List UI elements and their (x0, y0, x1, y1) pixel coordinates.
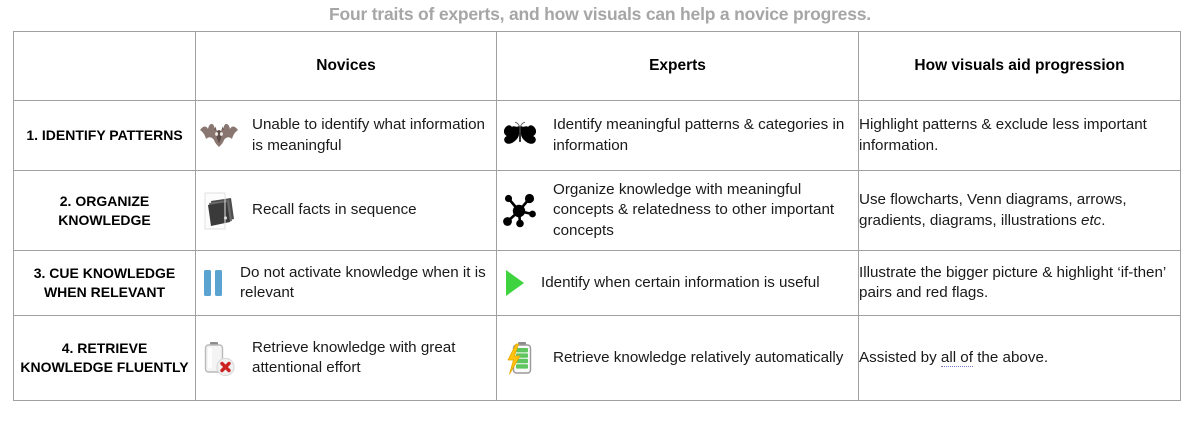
visuals-text-italic: etc (1081, 211, 1102, 229)
play-icon (497, 260, 531, 306)
page-title: Four traits of experts, and how visuals … (329, 4, 871, 24)
title-clipped-mark: , (57, 0, 67, 3)
empty-battery-error-icon (196, 335, 242, 381)
table-row: 4. RETRIEVE KNOWLEDGE FLUENTLY (13, 315, 1181, 401)
novice-text: Recall facts in sequence (252, 201, 417, 219)
header-cell-experts: Experts (496, 31, 859, 101)
header-cell-how-visuals-aid-progression: How visuals aid progression (858, 31, 1181, 101)
expert-cell-identify-patterns: Identify meaningful patterns & categorie… (496, 100, 859, 171)
expert-cell-organize-knowledge: Organize knowledge with meaningful conce… (496, 170, 859, 251)
visuals-text-part-b: . (1101, 211, 1106, 229)
novice-text: Unable to identify what information is m… (252, 116, 486, 154)
row-label-retrieve-knowledge-fluently: 4. RETRIEVE KNOWLEDGE FLUENTLY (13, 315, 196, 401)
expert-cell-cue-knowledge: Identify when certain information is use… (496, 250, 859, 316)
card-stack-icon (196, 188, 242, 234)
novice-cell-organize-knowledge: Recall facts in sequence (195, 170, 497, 251)
visuals-cell-identify-patterns: Highlight patterns & exclude less import… (858, 100, 1181, 171)
table-row: 3. CUE KNOWLEDGE WHEN RELEVANT Do not ac… (13, 250, 1181, 316)
visuals-cell-organize-knowledge: Use flowcharts, Venn diagrams, arrows, g… (858, 170, 1181, 251)
novice-cell-cue-knowledge: Do not activate knowledge when it is rel… (195, 250, 497, 316)
novice-text: Do not activate knowledge when it is rel… (240, 263, 486, 301)
row-label-organize-knowledge: 2. ORGANIZE KNOWLEDGE (13, 170, 196, 251)
table-row: 2. ORGANIZE KNOWLEDGE (13, 170, 1181, 251)
expert-text: Identify meaningful patterns & categorie… (553, 116, 845, 154)
visuals-text-part-a: Assisted by (859, 348, 941, 366)
expertise-traits-table: Novices Experts How visuals aid progress… (13, 31, 1181, 401)
charging-battery-icon (497, 335, 543, 381)
visuals-text-part-b: the above. (972, 348, 1049, 366)
table-header-row: Novices Experts How visuals aid progress… (13, 31, 1181, 101)
row-label-cue-knowledge-when-relevant: 3. CUE KNOWLEDGE WHEN RELEVANT (13, 250, 196, 316)
expert-text: Organize knowledge with meaningful conce… (553, 181, 835, 239)
expert-text: Retrieve knowledge relatively automatica… (553, 348, 844, 366)
novice-text: Retrieve knowledge with great attentiona… (252, 338, 456, 376)
row-label-identify-patterns: 1. IDENTIFY PATTERNS (13, 100, 196, 171)
expert-text: Identify when certain information is use… (541, 273, 820, 291)
network-hub-icon (497, 188, 543, 234)
expert-cell-retrieve-knowledge: Retrieve knowledge relatively automatica… (496, 315, 859, 401)
butterfly-icon (497, 113, 543, 159)
visuals-text-part-a: Use flowcharts, Venn diagrams, arrows, g… (859, 191, 1127, 229)
novice-cell-identify-patterns: Unable to identify what information is m… (195, 100, 497, 171)
header-cell-blank (13, 31, 196, 101)
visuals-cell-cue-knowledge: Illustrate the bigger picture & highligh… (858, 250, 1181, 316)
visuals-cell-retrieve-knowledge: Assisted by all of the above. (858, 315, 1181, 401)
table-row: 1. IDENTIFY PATTERNS (13, 100, 1181, 171)
novice-cell-retrieve-knowledge: Retrieve knowledge with great attentiona… (195, 315, 497, 401)
header-cell-novices: Novices (195, 31, 497, 101)
pause-icon (196, 260, 230, 306)
visuals-text-underlined: all of (940, 348, 973, 367)
bat-icon (196, 113, 242, 159)
